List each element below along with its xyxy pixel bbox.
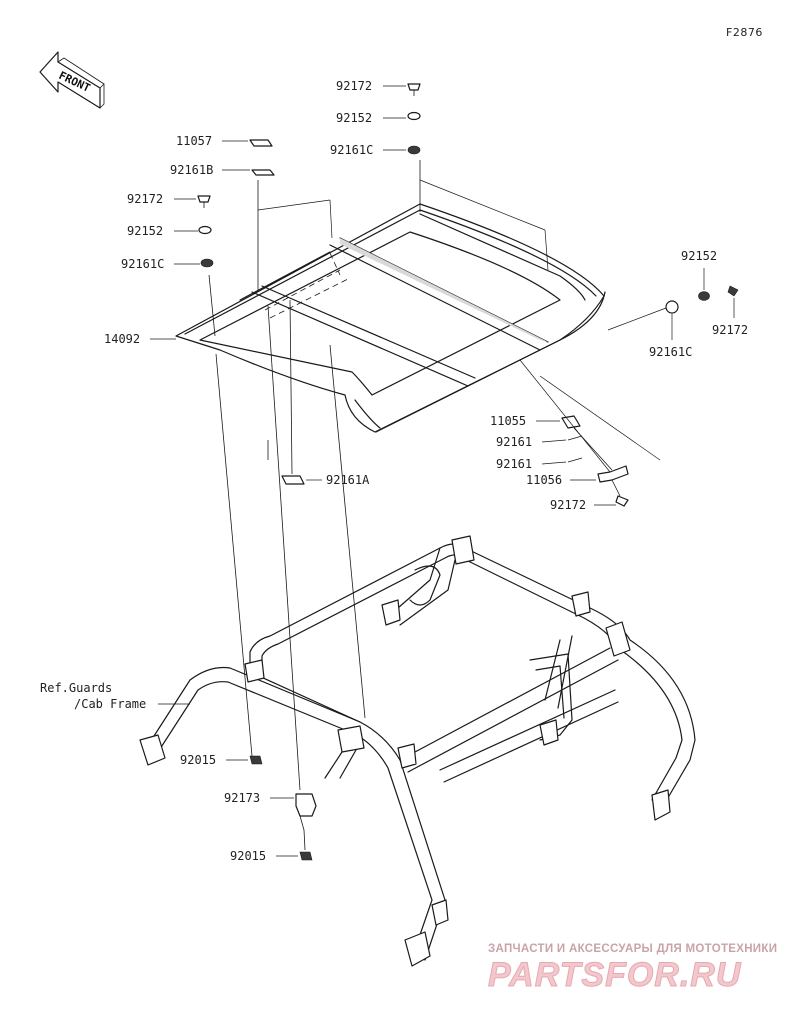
svg-text:92152: 92152 xyxy=(336,111,372,125)
washer-left-icon xyxy=(198,225,212,235)
pad-92161b-icon xyxy=(251,169,275,176)
callout-nut-2: 92015 xyxy=(230,849,298,863)
callout-rubber-left: 92161C xyxy=(121,257,200,271)
svg-text:92161A: 92161A xyxy=(326,473,370,487)
rubber-left-icon xyxy=(200,258,214,268)
svg-text:14092: 14092 xyxy=(104,332,140,346)
screw-left-icon xyxy=(197,195,211,208)
svg-text:92015: 92015 xyxy=(230,849,266,863)
callout-roof: 14092 xyxy=(104,332,176,346)
roof-panel xyxy=(175,203,606,433)
callout-washer-top: 92152 xyxy=(336,111,406,125)
callout-rubber-top: 92161C xyxy=(330,143,406,157)
screw-top-icon xyxy=(407,83,421,96)
callout-pad-92161-1: 92161 xyxy=(496,435,567,449)
screw-bracket-icon xyxy=(611,479,629,507)
clamp-icon xyxy=(295,793,317,831)
svg-text:92172: 92172 xyxy=(550,498,586,512)
pad-92161-2-icon xyxy=(567,457,583,463)
callout-pad-92161a: 92161A xyxy=(306,473,370,487)
nut-2-icon xyxy=(299,829,313,861)
pad-92161-1-icon xyxy=(567,435,583,441)
callout-washer-left: 92152 xyxy=(127,224,198,238)
pad-92161a-icon xyxy=(281,299,305,485)
washer-top-icon xyxy=(407,111,421,121)
callout-screw-right: 92172 xyxy=(712,298,748,337)
callout-nut-1: 92015 xyxy=(180,753,248,767)
watermark: ЗАПЧАСТИ И АКСЕССУАРЫ ДЛЯ МОТОТЕХНИКИ PA… xyxy=(488,943,777,995)
nut-1-icon xyxy=(249,755,263,765)
callout-bracket-11057: 11057 xyxy=(176,134,248,148)
callout-screw-bracket: 92172 xyxy=(550,498,616,512)
callout-bracket-11056: 11056 xyxy=(526,473,596,487)
svg-text:92161: 92161 xyxy=(496,435,532,449)
svg-text:92172: 92172 xyxy=(336,79,372,93)
front-arrow-icon: FRONT xyxy=(39,51,105,109)
svg-text:11057: 11057 xyxy=(176,134,212,148)
callout-pad-92161-2: 92161 xyxy=(496,457,567,471)
svg-text:/Cab Frame: /Cab Frame xyxy=(74,697,146,711)
svg-text:92161C: 92161C xyxy=(330,143,373,157)
svg-text:92015: 92015 xyxy=(180,753,216,767)
callout-clamp: 92173 xyxy=(224,791,294,805)
screw-right-icon xyxy=(727,285,739,297)
callout-bracket-11055: 11055 xyxy=(490,414,560,428)
watermark-brand: PARTSFOR.RU xyxy=(488,956,742,994)
svg-text:92161B: 92161B xyxy=(170,163,213,177)
svg-text:92152: 92152 xyxy=(127,224,163,238)
ref-note: Ref.Guards /Cab Frame xyxy=(40,681,190,711)
svg-text:92173: 92173 xyxy=(224,791,260,805)
watermark-tagline: ЗАПЧАСТИ И АКСЕССУАРЫ ДЛЯ МОТОТЕХНИКИ xyxy=(488,943,777,955)
svg-text:92172: 92172 xyxy=(127,192,163,206)
svg-text:92152: 92152 xyxy=(681,249,717,263)
rubber-right-icon xyxy=(665,300,679,314)
svg-text:92161: 92161 xyxy=(496,457,532,471)
callout-rubber-right: 92161C xyxy=(649,314,692,359)
svg-text:Ref.Guards: Ref.Guards xyxy=(40,681,112,695)
callout-screw-left: 92172 xyxy=(127,192,196,206)
callout-screw-top: 92172 xyxy=(336,79,406,93)
rubber-top-icon xyxy=(407,145,421,155)
callout-pad-92161b: 92161B xyxy=(170,163,250,177)
svg-text:92161C: 92161C xyxy=(121,257,164,271)
svg-text:92172: 92172 xyxy=(712,323,748,337)
bracket-11057-icon xyxy=(249,139,273,147)
callout-washer-right: 92152 xyxy=(681,249,717,290)
svg-text:11055: 11055 xyxy=(490,414,526,428)
bracket-11056-icon xyxy=(597,465,629,483)
washer-right-icon xyxy=(698,291,710,301)
svg-text:11056: 11056 xyxy=(526,473,562,487)
cab-frame xyxy=(139,535,696,967)
svg-text:92161C: 92161C xyxy=(649,345,692,359)
diagram-code: F2876 xyxy=(726,26,763,39)
